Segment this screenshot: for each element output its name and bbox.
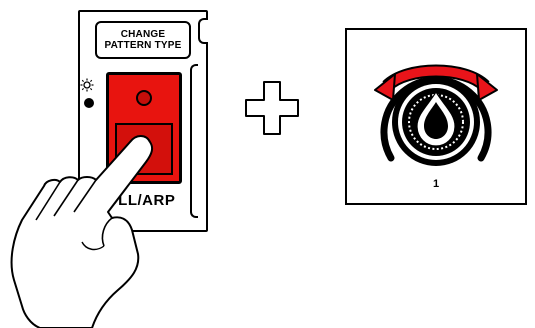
plus-icon [244,80,300,136]
button-indicator-light [136,90,152,106]
sun-icon [80,78,94,92]
button-top-area [109,75,179,123]
change-label-line2: PATTERN TYPE [97,40,189,51]
knob-position-label: 1 [347,178,525,190]
change-pattern-type-label: CHANGE PATTERN TYPE [95,21,191,59]
hand-icon [0,120,200,328]
change-label-line1: CHANGE [97,29,189,40]
led-indicator [84,98,94,108]
knob-illustration-box: 1 [345,28,527,205]
panel-edge-tab [198,18,208,44]
